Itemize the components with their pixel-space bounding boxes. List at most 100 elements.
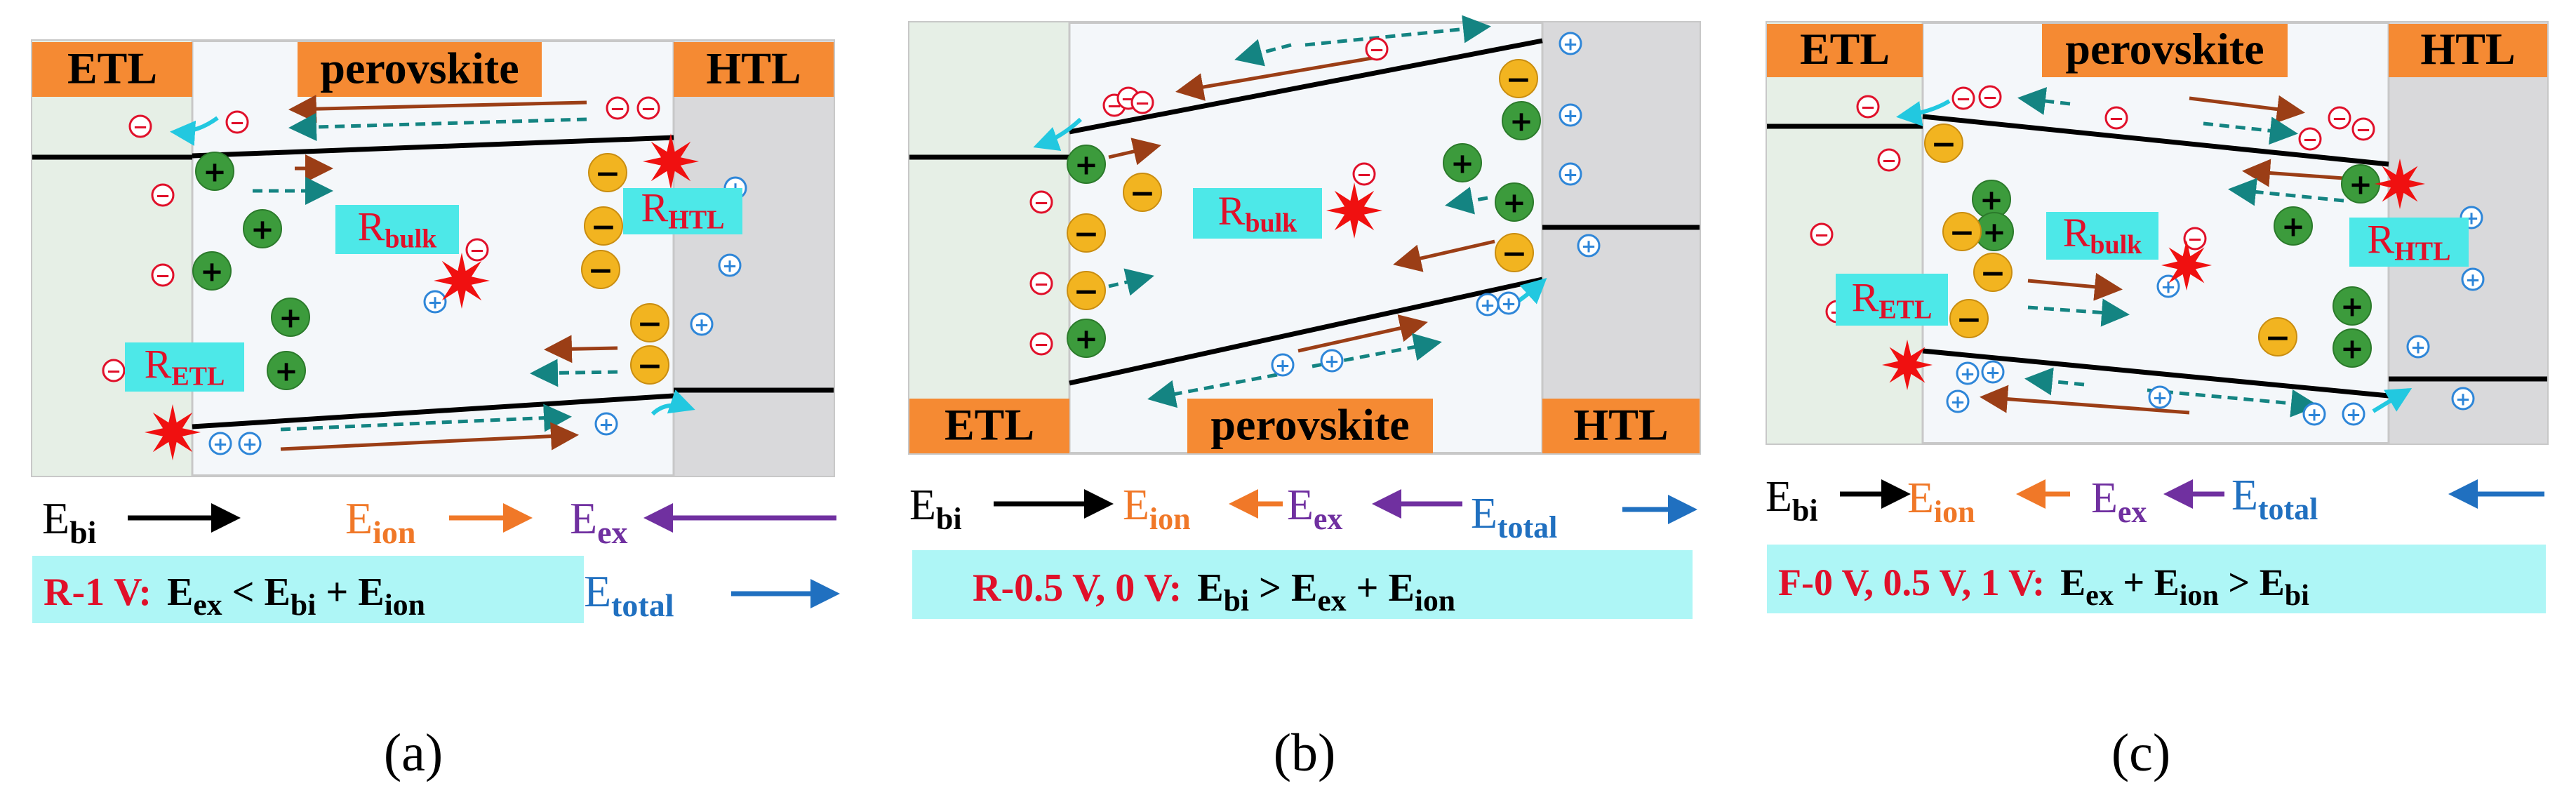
eex-subscript: ex [2118,495,2147,529]
anion-ion-icon: − [1949,299,1989,338]
carrier-sign: + [1563,164,1578,185]
electron-icon: − [2328,106,2351,130]
carrier-sign: + [1982,216,2006,248]
electron-icon: − [1877,148,1901,172]
eex-main: E [570,493,597,543]
eex-label: Eex [1287,481,1342,536]
electron-icon: − [2183,227,2207,251]
charge-transfer-arrow [170,116,219,146]
charge-transfer-arrow [2372,387,2413,413]
carrier-sign: − [588,253,614,288]
condition-part: bi [291,588,316,622]
electron-icon: − [151,263,175,287]
etl-region [909,22,1069,453]
hole-carrier-icon: + [208,432,232,455]
recombination-main: R [1852,274,1879,320]
electron-icon: − [128,114,152,138]
etotal-label: Etotal [1471,490,1557,545]
condition-part: ion [1415,584,1455,618]
recombination-main: R [1218,188,1246,234]
electron-icon: − [1951,86,1975,110]
recombination-star-icon [2161,240,2212,291]
electron-icon: − [151,183,175,207]
htl-label-bg [674,42,834,97]
condition-part: E [1388,566,1414,610]
cation-ion-icon: + [2341,164,2380,204]
hole-carrier-icon: + [2148,385,2172,409]
anion-ion-icon: − [1942,212,1982,251]
condition-part: E [1291,566,1317,610]
condition-box [1767,545,2546,613]
carrier-sign: − [1369,39,1384,60]
hole-carrier-icon: + [2156,274,2180,298]
cation-ion-icon: + [1067,319,1106,358]
electron-drift-arrow [1175,55,1376,101]
condition-part: E [2060,561,2086,604]
carrier-sign: − [1130,175,1156,211]
condition-part: ion [385,588,425,622]
carrier-sign: + [1074,149,1098,181]
carrier-sign: − [591,209,617,245]
hole-carrier-icon: + [2302,402,2326,426]
condition-part: E [358,571,384,614]
electron-diffusion-arrow [2017,87,2071,115]
condition-text: F-0 V, 0.5 V, 1 V:Eex + Eion > Ebi [1778,561,2309,612]
svg-text:RETL: RETL [1852,274,1933,324]
carrier-sign: + [242,434,258,455]
anion-ion-icon: − [1973,253,2013,292]
carrier-sign: + [1074,323,1098,355]
anion-ion-icon: − [630,303,669,342]
condition-part: < [222,571,265,614]
condition-text: R-1 V:Eex < Ebi + Eion [44,571,425,622]
electron-drift-arrow [2189,95,2305,124]
condition-part: ex [2086,579,2114,612]
carrier-sign: − [1956,302,1982,338]
carrier-sign: + [427,292,443,313]
electron-drift-arrow [288,95,587,124]
condition-part: E [167,571,193,614]
panel-caption: (c) [2111,724,2170,782]
hole-diffusion-arrow [1147,373,1278,408]
eion-subscript: ion [373,514,415,550]
carrier-sign: − [610,98,625,119]
perovskite-label: perovskite [1210,400,1409,450]
recombination-star-icon [434,253,490,309]
etotal-subscript: total [1497,510,1558,545]
carrier-sign: − [1506,62,1532,98]
svg-text:Rbulk: Rbulk [2063,210,2143,260]
anion-ion-icon: − [630,345,669,385]
cation-ion-icon: + [2333,328,2372,368]
svg-text:RHTL: RHTL [2368,216,2451,266]
ion-drift-arrow [2242,159,2344,187]
cation-ion-icon: + [2274,206,2313,246]
cation-ion-icon: + [271,298,310,337]
recombination-label: RHTL [623,185,742,235]
recombination-label: Rbulk [335,204,459,254]
cation-ion-icon: + [195,152,234,191]
carrier-sign: + [203,156,227,188]
electron-icon: − [1856,95,1880,119]
recombination-subscript: ETL [171,361,225,391]
eion-label: Eion [1907,474,1975,529]
carrier-sign: + [1480,295,1495,316]
carrier-sign: + [1960,364,1975,385]
cation-ion-icon: + [1975,212,2014,251]
electron-icon: − [1978,85,2002,109]
etotal-subscript: total [2258,492,2318,526]
etotal-main: E [1471,490,1497,538]
hole-carrier-icon: + [594,412,618,436]
carrier-sign: + [1985,362,2001,383]
anion-ion-icon: − [1499,59,1538,98]
recombination-label: RHTL [2349,216,2469,267]
recombination-subscript: HTL [2394,236,2450,266]
carrier-sign: + [279,302,302,334]
electron-icon: − [1029,190,1053,214]
eion-label: Eion [1123,481,1191,536]
cation-ion-icon: + [267,351,306,390]
ebi-subscript: bi [1792,493,1818,528]
cation-ion-icon: + [1495,182,1534,222]
